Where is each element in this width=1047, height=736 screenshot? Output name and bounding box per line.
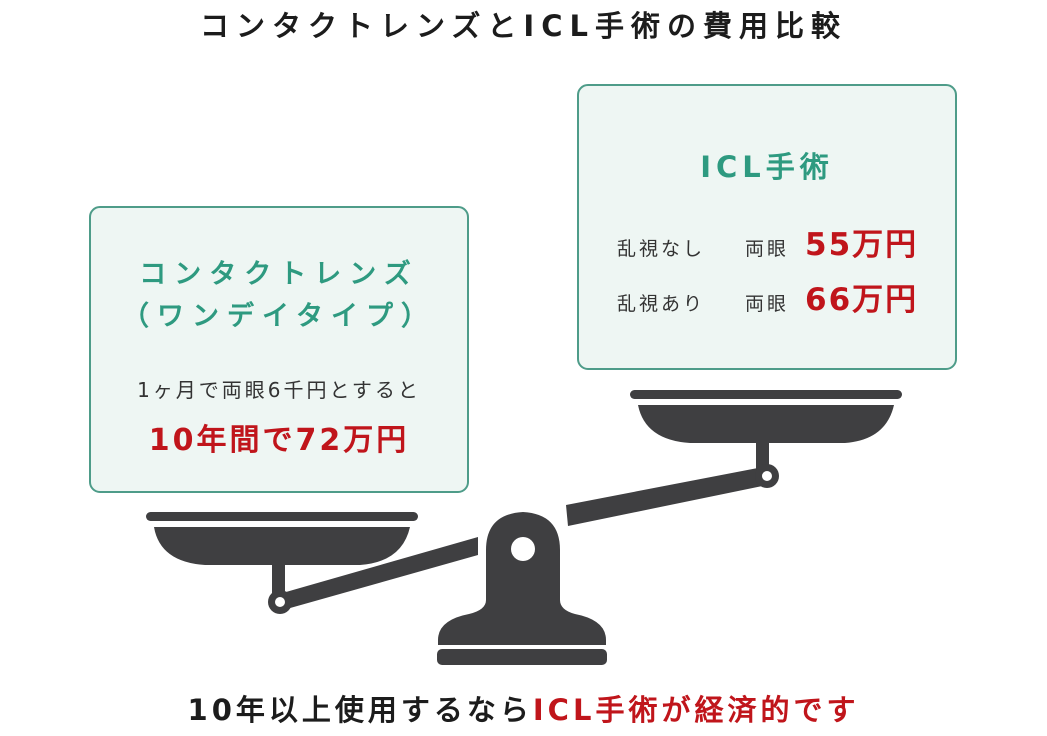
beam-left <box>272 537 478 612</box>
contact-lens-assumption: 1ヶ月で両眼6千円とすると <box>137 378 421 402</box>
astigmatism-label: 乱視なし <box>617 238 706 260</box>
conclusion-text: 10年以上使用するなら <box>187 693 533 727</box>
contact-lens-subheading: （ワンデイタイプ） <box>122 301 436 332</box>
conclusion: 10年以上使用するならICL手術が経済的です <box>0 690 1047 730</box>
icl-price-row: 乱視なし 両眼 55万円 <box>617 219 918 264</box>
eyes-label: 両眼 <box>745 293 790 315</box>
contact-lens-heading: コンタクトレンズ <box>139 259 419 290</box>
icl-price: 66万円 <box>805 282 919 318</box>
eyes-label: 両眼 <box>745 238 790 260</box>
beam-right <box>566 466 772 526</box>
icl-price: 55万円 <box>805 227 919 263</box>
contact-lens-card: コンタクトレンズ （ワンデイタイプ） 1ヶ月で両眼6千円とすると 10年間で72… <box>89 206 469 493</box>
contact-lens-total: 10年間で72万円 <box>148 423 410 458</box>
astigmatism-label: 乱視あり <box>617 293 706 315</box>
page-title: コンタクトレンズとICL手術の費用比較 <box>200 9 847 43</box>
icl-heading: ICL手術 <box>700 150 834 184</box>
icl-price-row: 乱視あり 両眼 66万円 <box>617 274 918 319</box>
icl-card: ICL手術 乱視なし 両眼 55万円 乱視あり 両眼 66万円 <box>577 84 957 370</box>
conclusion-highlight: ICL手術が経済的です <box>532 693 860 727</box>
